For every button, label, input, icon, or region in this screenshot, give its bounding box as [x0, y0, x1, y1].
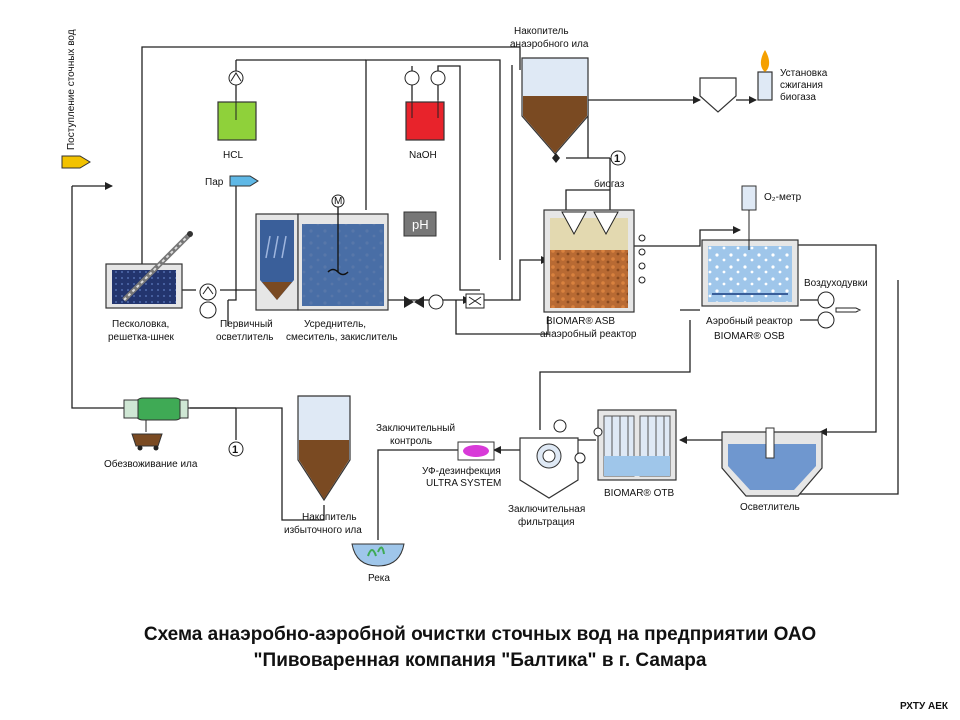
svg-text:биогаза: биогаза — [780, 91, 816, 103]
ph-meter — [403, 211, 437, 237]
o2-meter — [741, 185, 757, 211]
naoh-tank: NaOH — [404, 70, 446, 161]
svg-text:анаэробный реактор: анаэробный реактор — [540, 328, 637, 340]
equalizer-tank: M pH Усреднитель, смеситель, закислитель — [286, 194, 437, 343]
svg-text:1: 1 — [614, 153, 620, 165]
hcl-label: HCL — [223, 150, 243, 161]
svg-text:O₂-метр: O₂-метр — [764, 192, 802, 203]
plant-icon — [367, 546, 385, 557]
transfer-pumps — [199, 283, 217, 319]
svg-text:сжигания: сжигания — [780, 80, 823, 91]
excess-sludge-store: Накопитель избыточного ила — [284, 395, 362, 536]
svg-text:УФ-дезинфекция: УФ-дезинфекция — [422, 465, 501, 477]
svg-text:1: 1 — [232, 444, 238, 456]
scheme-title-line-2: "Пивоваренная компания "Балтика" в г. Са… — [253, 650, 707, 671]
biomar-otb: BIOMAR® OTB — [593, 409, 677, 499]
steam-input: Пар — [205, 175, 259, 188]
svg-text:осветлитель: осветлитель — [216, 332, 274, 343]
svg-text:ULTRA SYSTEM: ULTRA SYSTEM — [426, 478, 501, 489]
air-inlet-icon — [835, 307, 862, 313]
svg-text:решетка-шнек: решетка-шнек — [108, 332, 175, 343]
svg-text:Первичный: Первичный — [220, 319, 273, 330]
river: Река — [351, 543, 405, 584]
primary-clarifier: Первичный осветлитель — [216, 213, 299, 343]
clarifier: Осветлитель — [721, 427, 823, 513]
svg-text:Песколовка,: Песколовка, — [112, 319, 169, 330]
wastewater-inflow-label: Поступление сточных вод — [66, 29, 77, 150]
svg-text:Осветлитель: Осветлитель — [740, 502, 800, 513]
flame-icon — [760, 50, 770, 72]
svg-text:BIOMAR® OSB: BIOMAR® OSB — [714, 331, 785, 342]
feed-valve-pump — [404, 293, 485, 310]
svg-text:BIOMAR® OTB: BIOMAR® OTB — [604, 488, 674, 499]
svg-text:Заключительная: Заключительная — [508, 504, 585, 515]
svg-text:контроль: контроль — [390, 436, 432, 447]
aerobic-reactor: O₂-метр Воздуходувки Аэробный реактор BI… — [701, 185, 868, 342]
anaerobic-reactor: биогаз BIOMAR® ASB анаэробный реактор — [540, 178, 646, 340]
naoh-label: NaOH — [409, 150, 437, 161]
svg-text:M: M — [334, 196, 342, 207]
scheme-title-line-1: Схема анаэробно-аэробной очистки сточных… — [143, 624, 817, 645]
svg-text:Усреднитель,: Усреднитель, — [304, 319, 366, 330]
anaerobic-store-label-1: Накопитель — [514, 26, 569, 37]
mixer-icon — [327, 268, 349, 276]
svg-text:фильтрация: фильтрация — [518, 516, 575, 528]
hcl-tank: HCL — [217, 70, 257, 161]
svg-text:BIOMAR® ASB: BIOMAR® ASB — [546, 316, 615, 327]
anaerobic-store-label-2: анаэробного ила — [510, 38, 589, 50]
svg-text:pH: pH — [412, 217, 429, 232]
credit: РХТУ АЕК — [899, 701, 948, 712]
sand-trap: Песколовка, решетка-шнек — [105, 231, 193, 343]
uv-disinfection: Заключительный контроль УФ-дезинфекция U… — [376, 423, 501, 489]
svg-text:Накопитель: Накопитель — [302, 512, 357, 523]
connector-1-bottom — [228, 441, 244, 457]
svg-text:смеситель, закислитель: смеситель, закислитель — [286, 332, 398, 343]
svg-text:избыточного ила: избыточного ила — [284, 524, 362, 536]
blowers-label: Воздуходувки — [804, 278, 868, 289]
biogas-burner: Установка сжигания биогаза — [699, 50, 828, 113]
final-filtration: Заключительная фильтрация — [508, 419, 586, 528]
biogas-label: биогаз — [594, 178, 625, 190]
connector-1-top — [610, 150, 626, 166]
sludge-dewatering: Обезвоживание ила 1 — [104, 397, 244, 470]
uv-lamp-icon — [463, 445, 489, 457]
steam-label: Пар — [205, 177, 224, 188]
svg-text:Установка: Установка — [780, 68, 828, 79]
svg-text:Река: Река — [368, 573, 390, 584]
svg-text:Заключительный: Заключительный — [376, 423, 455, 434]
svg-text:Обезвоживание ила: Обезвоживание ила — [104, 458, 198, 470]
svg-text:Аэробный реактор: Аэробный реактор — [706, 315, 793, 327]
anaerobic-sludge-store: Накопитель анаэробного ила 1 — [510, 26, 626, 166]
wastewater-inflow: Поступление сточных вод — [61, 29, 91, 169]
